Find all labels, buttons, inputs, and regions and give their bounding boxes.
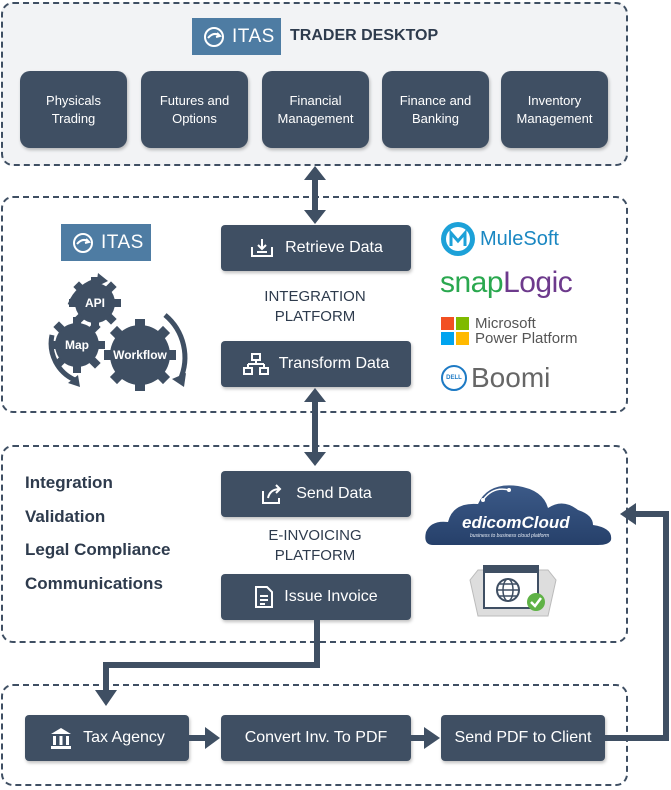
- retrieve-data-box[interactable]: Retrieve Data: [221, 225, 411, 271]
- arrow-tax-to-convert: [189, 727, 220, 749]
- send-pdf-box[interactable]: Send PDF to Client: [441, 715, 605, 761]
- document-icon: [254, 585, 274, 609]
- arrow-convert-to-sendpdf: [411, 727, 440, 749]
- integration-platform-caption: INTEGRATION PLATFORM: [264, 288, 366, 325]
- network-hierarchy-icon: [242, 353, 269, 375]
- gear-label-workflow: Workflow: [113, 348, 167, 362]
- module-inventory-management[interactable]: Inventory Management: [501, 71, 608, 148]
- web-document-check-icon: [469, 565, 557, 617]
- itas-logo-text: ITAS: [101, 231, 144, 253]
- module-finance-banking[interactable]: Finance and Banking: [382, 71, 489, 148]
- gears-illustration: API Map Workflow: [48, 273, 188, 391]
- share-arrow-icon: [260, 483, 286, 505]
- itas-swirl-icon: [202, 25, 226, 49]
- feature-communications: Communications: [25, 574, 163, 593]
- tax-agency-box[interactable]: Tax Agency: [25, 715, 189, 761]
- dell-boomi-logo: DELL Boomi: [441, 362, 550, 394]
- workflow-gear-icon: [104, 319, 176, 391]
- issue-invoice-box[interactable]: Issue Invoice: [221, 574, 411, 620]
- arrow-sendpdf-to-cloud: [605, 503, 669, 741]
- bank-building-icon: [49, 727, 73, 749]
- gear-label-map: Map: [65, 338, 89, 352]
- feature-integration: Integration: [25, 473, 113, 492]
- edicom-tagline: business to business cloud platform: [470, 533, 550, 539]
- itas-swirl-icon: [71, 231, 95, 255]
- mulesoft-icon: [441, 222, 475, 256]
- feature-validation: Validation: [25, 507, 106, 526]
- send-data-box[interactable]: Send Data: [221, 471, 411, 517]
- convert-pdf-box[interactable]: Convert Inv. To PDF: [221, 715, 411, 761]
- edicom-cloud-wordmark: edicomCloud: [462, 513, 570, 532]
- microsoft-icon: [441, 317, 469, 345]
- mulesoft-logo: MuleSoft: [440, 221, 559, 257]
- feature-legal-compliance: Legal Compliance: [25, 540, 171, 559]
- module-physicals-trading[interactable]: Physicals Trading: [20, 71, 127, 148]
- download-tray-icon: [249, 237, 275, 259]
- edicom-cloud-logo: [425, 485, 612, 545]
- transform-data-box[interactable]: Transform Data: [221, 341, 411, 387]
- module-futures-options[interactable]: Futures and Options: [141, 71, 248, 148]
- page-title: TRADER DESKTOP: [290, 27, 439, 44]
- arrow-invoice-to-tax: [95, 620, 320, 706]
- itas-logo: ITAS: [192, 18, 281, 55]
- dell-icon: DELL: [441, 365, 467, 391]
- snaplogic-logo: snapLogic: [440, 266, 573, 299]
- gear-label-api: API: [85, 296, 105, 310]
- einvoicing-platform-caption: E-INVOICING PLATFORM: [268, 527, 362, 564]
- arrow-integration-einvoicing: [312, 398, 318, 456]
- itas-logo-small: ITAS: [61, 224, 151, 261]
- arrow-desktop-integration: [312, 176, 318, 214]
- itas-logo-text: ITAS: [232, 25, 275, 47]
- microsoft-power-platform-logo: Microsoft Power Platform: [441, 316, 578, 346]
- module-financial-management[interactable]: Financial Management: [262, 71, 369, 148]
